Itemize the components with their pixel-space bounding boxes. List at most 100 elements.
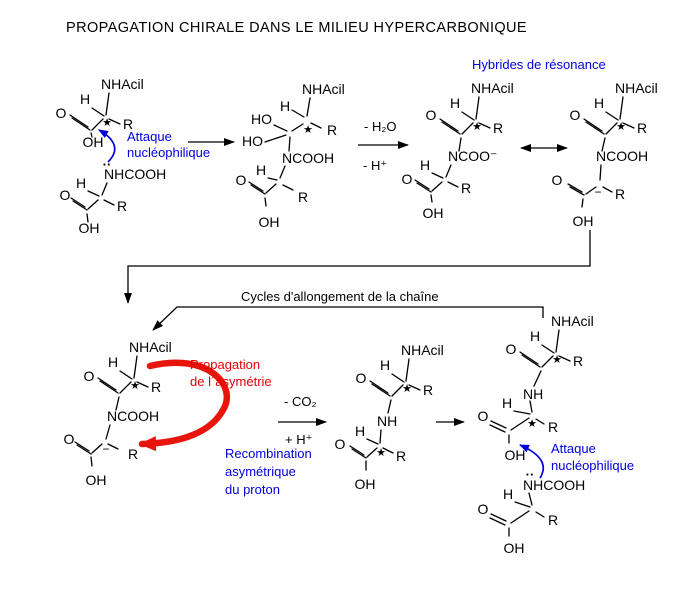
s7-attack-annotation-line1: Attaque xyxy=(551,441,596,456)
s5b-r-label: R xyxy=(128,446,138,462)
s3-r-label: R xyxy=(493,120,503,136)
s7-lone-pair-icon: ·· xyxy=(526,467,535,482)
s2-nhacil-label: NHAcil xyxy=(302,81,345,97)
minus-h2o-label: - H₂O xyxy=(364,119,397,134)
s7c-o-label: O xyxy=(478,501,489,517)
s7b-o-label: O xyxy=(478,408,489,424)
s2-ho-bottom-label: HO xyxy=(242,133,263,149)
s5-h-label: H xyxy=(108,354,118,370)
s7-nucleophilic-attack-arrow xyxy=(519,444,545,479)
s3b-r-label: R xyxy=(461,180,471,196)
asymmetry-propagation-arrow xyxy=(138,359,231,452)
s5-ncooh-label: NCOOH xyxy=(107,408,159,424)
s7c-r-label: R xyxy=(548,512,558,528)
s4-carbanion-minus-label: − xyxy=(594,185,601,199)
s3-h-label: H xyxy=(450,95,460,111)
s4b-o-label: O xyxy=(552,172,563,188)
s2-ho-top-label: HO xyxy=(251,111,272,127)
structure2-bonds xyxy=(248,97,322,207)
recombination-annotation-line2: asymétrique xyxy=(225,464,296,479)
s3b-o-label: O xyxy=(402,171,413,187)
s6b-chiral-star-icon: ★ xyxy=(376,447,386,459)
structure6-bonds xyxy=(349,358,421,471)
s5-o-label: O xyxy=(84,368,95,384)
s4b-r-label: R xyxy=(615,186,625,202)
s3-nhacil-label: NHAcil xyxy=(471,80,514,96)
s2b-o-label: O xyxy=(236,172,247,188)
s7-r-label: R xyxy=(573,353,583,369)
s3b-h-label: H xyxy=(420,157,430,173)
chain-elongation-label: Cycles d'allongement de la chaîne xyxy=(241,289,439,304)
s4b-oh-label: OH xyxy=(573,213,594,229)
s6b-r-label: R xyxy=(396,448,406,464)
s5-carbanion-minus-label: − xyxy=(102,442,109,456)
s7-chiral-star-icon: ★ xyxy=(552,354,562,366)
s6b-o-label: O xyxy=(335,436,346,452)
chain-elongation-feedback-arrow xyxy=(152,306,544,331)
s7-h-label: H xyxy=(530,328,540,344)
s3-ncoo-minus-label: NCOO⁻ xyxy=(448,148,497,164)
s1-nucleophilic-attack-arrow xyxy=(98,129,116,163)
s7-nhcooh-label: NHCOOH xyxy=(523,477,585,493)
s7b-h-label: H xyxy=(502,395,512,411)
s4-ncooh-label: NCOOH xyxy=(596,148,648,164)
s6-o-label: O xyxy=(356,370,367,386)
s1-attack-annotation-line2: nucléophilique xyxy=(127,145,210,160)
s7-nh-label: NH xyxy=(523,386,543,402)
minus-co2-label: - CO₂ xyxy=(284,394,317,409)
s4-o-label: O xyxy=(570,107,581,123)
s5-r-label: R xyxy=(151,379,161,395)
s7b-oh-label: OH xyxy=(505,447,526,463)
s1-h-label: H xyxy=(80,91,90,107)
s1-oh-label: OH xyxy=(83,134,104,150)
s6-nhacil-label: NHAcil xyxy=(401,342,444,358)
recombination-annotation-line3: du proton xyxy=(225,482,280,497)
s3-chiral-star-icon: ★ xyxy=(472,121,482,133)
s1-chiral-star-icon: ★ xyxy=(102,117,112,129)
s2-h-label: H xyxy=(280,98,290,114)
s1-lone-pair-icon: ·· xyxy=(103,157,112,172)
s2b-r-label: R xyxy=(298,189,308,205)
recombination-annotation-line1: Recombination xyxy=(225,446,312,461)
s7-nhacil-label: NHAcil xyxy=(551,313,594,329)
s6-h-label: H xyxy=(380,357,390,373)
s1b-h-label: H xyxy=(76,175,86,191)
s7-o-label: O xyxy=(506,341,517,357)
structure7-bonds xyxy=(489,329,571,537)
s7b-chiral-star-icon: ★ xyxy=(527,418,537,430)
s1-o-label: O xyxy=(56,105,67,121)
s1-nhcooh-label: NHCOOH xyxy=(104,166,166,182)
s2-r-label: R xyxy=(327,122,337,138)
s7b-r-label: R xyxy=(548,419,558,435)
s7c-h-label: H xyxy=(503,486,513,502)
s1-nhacil-label: NHAcil xyxy=(101,76,144,92)
minus-h-label: - H⁺ xyxy=(363,158,387,173)
s6b-oh-label: OH xyxy=(355,476,376,492)
s6-r-label: R xyxy=(423,382,433,398)
s5b-oh-label: OH xyxy=(86,472,107,488)
s1-r-label: R xyxy=(123,116,133,132)
s1b-o-label: O xyxy=(60,187,71,203)
s1b-r-label: R xyxy=(117,198,127,214)
propagation-annotation-line2: de l´asymétrie xyxy=(190,374,272,389)
scheme-title: PROPAGATION CHIRALE DANS LE MILIEU HYPER… xyxy=(66,20,527,36)
connector-to-cycle-start xyxy=(124,230,591,304)
s2-chiral-star-icon: ★ xyxy=(303,124,313,136)
s2-ncooh-label: NCOOH xyxy=(282,150,334,166)
propagation-annotation-line1: Propagation xyxy=(190,357,260,372)
s7c-oh-label: OH xyxy=(504,540,525,556)
s1-attack-annotation-line1: Attaque xyxy=(127,129,172,144)
s3b-oh-label: OH xyxy=(423,205,444,221)
s3-o-label: O xyxy=(426,107,437,123)
s4-chiral-star-icon: ★ xyxy=(616,121,626,133)
structure3-bonds xyxy=(414,96,491,203)
s7-attack-annotation-line2: nucléophilique xyxy=(551,458,634,473)
s2b-oh-label: OH xyxy=(259,214,280,230)
s6-nh-label: NH xyxy=(377,413,397,429)
s6-chiral-star-icon: ★ xyxy=(402,383,412,395)
structure5-bonds xyxy=(74,355,149,467)
s5b-o-label: O xyxy=(64,431,75,447)
resonance-hybrids-heading: Hybrides de résonance xyxy=(472,57,606,72)
